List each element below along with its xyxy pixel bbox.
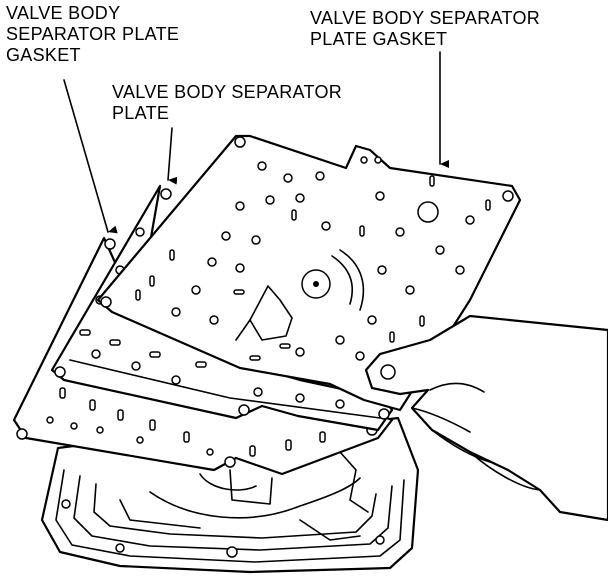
label-separator-plate: VALVE BODY SEPARATOR PLATE — [112, 82, 342, 124]
label-separator-plate-gasket-upper: VALVE BODY SEPARATOR PLATE GASKET — [310, 8, 540, 50]
leader-arrow-separator-plate — [167, 127, 178, 185]
leader-arrows — [63, 51, 449, 234]
label-line: VALVE BODY SEPARATOR — [310, 8, 541, 28]
upper-gasket — [96, 134, 522, 412]
label-line: SEPARATOR PLATE — [6, 24, 180, 44]
label-line: GASKET — [6, 45, 81, 65]
leader-arrow-lower-gasket — [63, 79, 118, 234]
label-separator-plate-gasket-lower: VALVE BODY SEPARATOR PLATE GASKET — [6, 3, 179, 66]
label-line: PLATE GASKET — [310, 29, 448, 49]
hand — [364, 314, 608, 522]
label-line: VALVE BODY — [6, 3, 121, 23]
label-line: PLATE — [112, 103, 170, 123]
label-line: VALVE BODY SEPARATOR — [112, 82, 343, 102]
